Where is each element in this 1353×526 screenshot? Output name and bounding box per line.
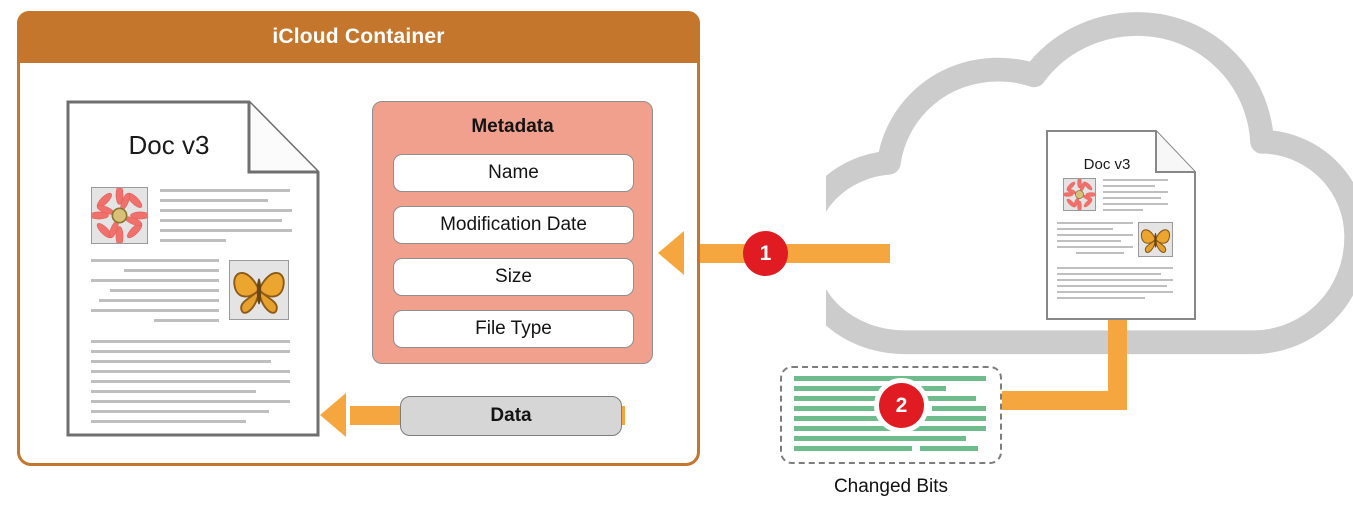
local-document-title: Doc v3	[128, 130, 210, 160]
step-badge-2: 2	[879, 383, 924, 428]
flower-image	[1063, 178, 1096, 211]
bit-line	[794, 386, 946, 391]
metadata-field-name: Name	[393, 154, 634, 192]
step-badge-1: 1	[743, 231, 788, 276]
cloud-document-title: Doc v3	[1083, 156, 1131, 173]
metadata-panel: Metadata Name Modification Date Size Fil…	[372, 101, 653, 364]
flow-line-vertical	[1108, 300, 1127, 410]
cloud-document: Doc v3	[1046, 130, 1196, 320]
metadata-field-size: Size	[393, 258, 634, 296]
icloud-container-title: iCloud Container	[272, 25, 445, 48]
butterfly-image	[229, 260, 289, 320]
bit-line	[794, 376, 986, 381]
changed-bits-group	[780, 366, 1002, 464]
metadata-field-file-type: File Type	[393, 310, 634, 348]
icloud-container-header: iCloud Container	[17, 11, 700, 63]
changed-bits-label: Changed Bits	[833, 476, 949, 497]
metadata-arrow-shaft	[700, 244, 890, 263]
bit-line	[932, 406, 986, 411]
bit-line	[920, 446, 978, 451]
bit-line	[930, 426, 986, 431]
bit-line	[794, 436, 966, 441]
metadata-panel-title: Metadata	[471, 116, 554, 137]
bit-line	[794, 406, 926, 411]
flower-image	[91, 187, 148, 244]
butterfly-image	[1138, 222, 1173, 257]
bit-line	[794, 426, 936, 431]
data-pill: Data	[400, 396, 622, 436]
bit-line	[794, 446, 912, 451]
data-arrow-head	[320, 393, 346, 437]
metadata-arrow-head	[658, 231, 684, 275]
metadata-field-modification-date: Modification Date	[393, 206, 634, 244]
local-document: Doc v3	[66, 100, 320, 437]
flow-line-horizontal	[1002, 391, 1127, 410]
icloud-shape	[826, 12, 1353, 355]
